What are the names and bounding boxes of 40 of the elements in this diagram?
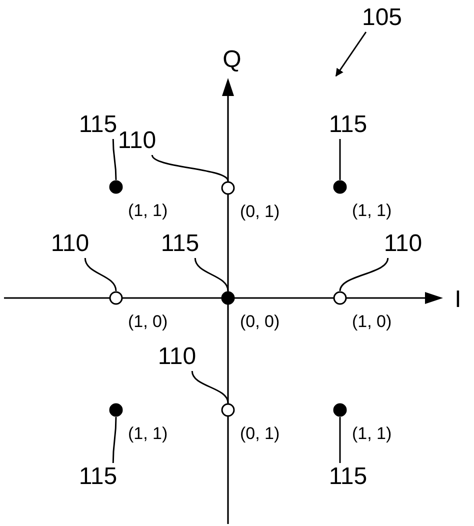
reference-numeral: 110 xyxy=(118,128,156,154)
hollow-point xyxy=(333,291,347,305)
reference-numeral: 110 xyxy=(384,231,422,257)
leader-line xyxy=(191,370,229,404)
reference-numeral: 110 xyxy=(158,344,196,370)
coordinate-label: (1, 1) xyxy=(352,201,392,220)
coordinate-label: (0, 1) xyxy=(240,202,280,221)
filled-point xyxy=(333,403,347,417)
hollow-point xyxy=(221,403,235,417)
filled-point xyxy=(333,180,347,194)
hollow-point xyxy=(109,291,123,305)
coordinate-label: (1, 1) xyxy=(128,424,168,443)
coordinate-label: (0, 0) xyxy=(240,312,280,331)
reference-numeral: 115 xyxy=(328,112,368,138)
leader-line xyxy=(339,139,341,180)
reference-numeral: 115 xyxy=(78,464,118,490)
filled-point xyxy=(109,403,123,417)
filled-point xyxy=(109,180,123,194)
arrow xyxy=(335,32,367,77)
figure-number: 105 xyxy=(362,5,402,31)
reference-numeral: 115 xyxy=(160,231,200,257)
filled-point xyxy=(221,291,235,305)
axis-label: Q xyxy=(222,47,242,73)
coordinate-label: (1, 1) xyxy=(352,424,392,443)
leader-line xyxy=(151,154,229,182)
leader-line xyxy=(339,258,389,292)
reference-numeral: 115 xyxy=(78,112,118,138)
leader-line xyxy=(84,258,117,292)
coordinate-label: (0, 1) xyxy=(240,424,280,443)
axis-label: I xyxy=(454,287,462,313)
coordinate-label: (1, 1) xyxy=(128,201,168,220)
reference-numeral: 110 xyxy=(50,231,90,257)
leader-line xyxy=(112,417,117,463)
leader-line xyxy=(194,258,229,292)
coordinate-label: (1, 0) xyxy=(128,312,168,331)
leader-line xyxy=(339,417,341,463)
coordinate-label: (1, 0) xyxy=(352,312,392,331)
hollow-point xyxy=(221,181,235,195)
leader-line xyxy=(112,139,117,180)
reference-numeral: 115 xyxy=(328,464,368,490)
